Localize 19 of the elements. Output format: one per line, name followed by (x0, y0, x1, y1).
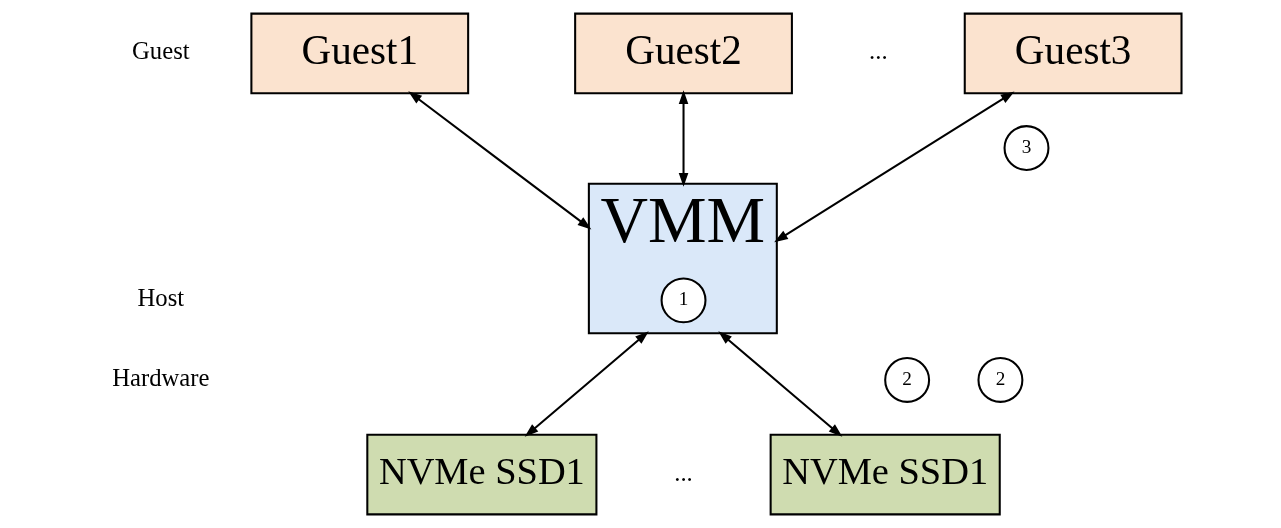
label: Hardware (111, 363, 210, 391)
node-box: Guest3 (963, 12, 1183, 95)
node-circle: 2 (883, 356, 930, 403)
label: Guest (131, 37, 190, 65)
arrow (678, 90, 688, 187)
node-circle: 3 (1003, 125, 1049, 172)
arrow (773, 91, 1014, 243)
arrow (524, 331, 649, 437)
node-circle: 1 (660, 277, 706, 324)
arrow (717, 331, 842, 437)
node-box: NVMe SSD1 (769, 433, 1001, 516)
label: ... (673, 458, 693, 486)
arrow (407, 91, 591, 230)
label: ... (868, 37, 888, 65)
node-box: Guest1 (249, 12, 469, 95)
node-box: NVMe SSD1 (365, 433, 597, 516)
node-circle: 2 (976, 356, 1023, 403)
node-box: Guest2 (573, 12, 793, 95)
label: Host (137, 284, 184, 312)
